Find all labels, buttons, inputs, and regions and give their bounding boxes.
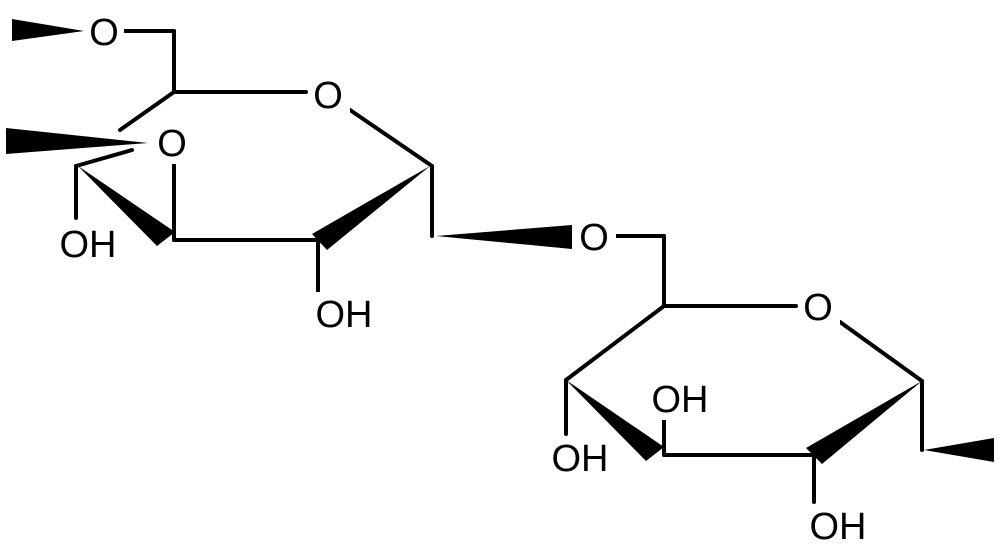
wedge-upper-left	[6, 128, 148, 154]
atom-o-terminal: O	[84, 12, 124, 54]
label-o-terminal: O	[89, 12, 119, 54]
label-o-bridge-left: O	[157, 123, 187, 165]
label-o-ring-upper: O	[313, 75, 343, 117]
lower-ring-bonds	[564, 234, 924, 504]
label-oh-lower-top: OH	[652, 379, 709, 421]
atom-o-glycosidic: O	[574, 216, 616, 259]
atom-oh-lower-bottom: OH	[804, 504, 870, 548]
wedge-terminal-left	[12, 19, 84, 41]
wedge-lower-ring-left	[566, 380, 664, 461]
atom-oh-upper-left: OH	[54, 222, 120, 266]
label-o-ring-lower: O	[803, 287, 833, 329]
atom-o-ring-lower: O	[798, 286, 840, 329]
atom-oh-lower-left: OH	[546, 436, 612, 480]
label-oh-lower-left: OH	[552, 438, 609, 480]
label-oh-lower-bottom: OH	[810, 506, 867, 548]
wedge-lower-ring-right	[806, 381, 922, 464]
label-o-glycosidic: O	[579, 217, 609, 259]
upper-ring-bonds	[74, 29, 434, 294]
atom-o-ring-upper: O	[308, 74, 350, 117]
atom-o-bridge-left: O	[150, 122, 192, 165]
wedge-terminal-right	[924, 438, 994, 462]
label-oh-upper-mid: OH	[316, 294, 373, 336]
wedge-to-glycosidic-o	[436, 225, 572, 249]
wedge-upper-ring-right	[312, 166, 430, 250]
wedge-upper-ring-left	[78, 166, 175, 246]
label-oh-upper-left: OH	[60, 224, 117, 266]
atom-oh-upper-mid: OH	[310, 292, 376, 336]
atom-oh-lower-top: OH	[646, 378, 712, 421]
